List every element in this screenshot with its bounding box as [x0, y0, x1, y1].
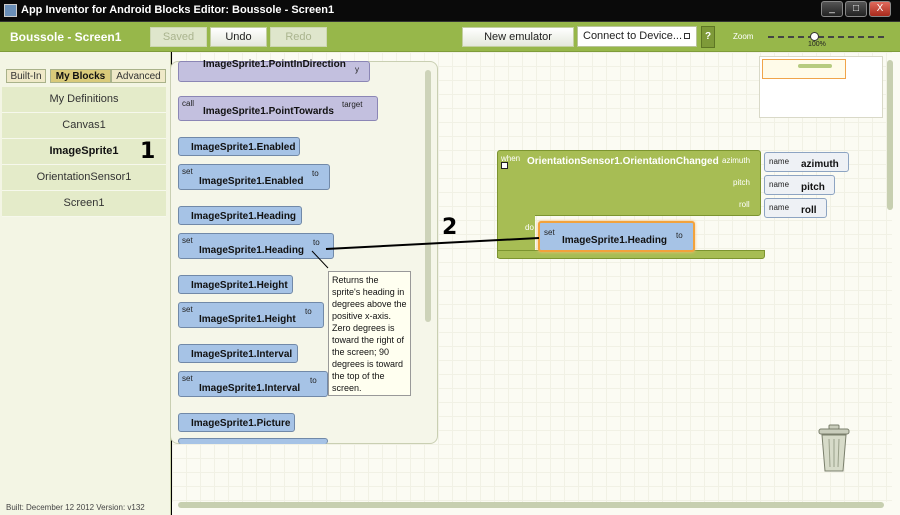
block-label: ImageSprite1.Enabled: [199, 176, 304, 187]
tab-advanced[interactable]: Advanced: [111, 69, 166, 83]
param-block-roll[interactable]: name roll: [764, 198, 827, 218]
annotation-number-2: 2: [442, 215, 458, 240]
block-label: ImageSprite1.Height: [199, 314, 296, 325]
minimap-viewport[interactable]: [762, 59, 846, 79]
block-prefix-label: set: [182, 167, 193, 176]
block-partial-next[interactable]: [178, 438, 328, 444]
block-set-heading[interactable]: set ImageSprite1.Heading to: [178, 233, 334, 259]
param-block-pitch[interactable]: name pitch: [764, 175, 835, 195]
block-arg-label: target: [342, 100, 363, 109]
event-name: OrientationSensor1.OrientationChanged: [527, 156, 719, 167]
block-to-label: to: [313, 238, 320, 247]
workspace-minimap[interactable]: [759, 56, 883, 118]
minimap-block: [798, 64, 832, 68]
trash-can-icon[interactable]: [816, 424, 852, 474]
undo-button[interactable]: Undo: [210, 27, 267, 47]
java-app-icon: [4, 4, 17, 17]
param-label-azimuth: azimuth: [722, 156, 751, 165]
param-label-roll: roll: [739, 200, 750, 209]
block-label: ImageSprite1.Heading: [562, 235, 668, 246]
window-title: App Inventor for Android Blocks Editor: …: [21, 4, 335, 16]
block-label: ImageSprite1.Enabled: [191, 142, 296, 153]
close-button[interactable]: X: [869, 1, 891, 17]
redo-button[interactable]: Redo: [270, 27, 327, 47]
help-button[interactable]: ?: [701, 26, 715, 48]
block-to-label: to: [312, 169, 319, 178]
param-name-label: name: [769, 157, 790, 166]
new-emulator-button[interactable]: New emulator: [462, 27, 574, 47]
connect-device-label: Connect to Device...: [583, 30, 683, 42]
when-label: when: [501, 154, 521, 163]
tab-built-in[interactable]: Built-In: [6, 69, 46, 83]
block-get-picture[interactable]: ImageSprite1.Picture: [178, 413, 295, 432]
build-version-text: Built: December 12 2012 Version: v132: [6, 503, 145, 512]
block-label: ImageSprite1.PointTowards: [203, 106, 334, 117]
block-set-enabled[interactable]: set ImageSprite1.Enabled to: [178, 164, 330, 190]
connect-device-dropdown[interactable]: Connect to Device...: [577, 26, 697, 47]
annotation-number-1: 1: [140, 139, 156, 164]
toolbar: Boussole - Screen1 Saved Undo Redo New e…: [0, 22, 900, 52]
saved-button[interactable]: Saved: [150, 27, 207, 47]
block-label: ImageSprite1.Heading: [191, 211, 297, 222]
param-value: azimuth: [801, 159, 839, 170]
minimize-button[interactable]: _: [821, 1, 843, 17]
event-block-orientation-changed[interactable]: when OrientationSensor1.OrientationChang…: [497, 150, 765, 260]
block-set-interval[interactable]: set ImageSprite1.Interval to: [178, 371, 328, 397]
block-tooltip: Returns the sprite's heading in degrees …: [328, 271, 411, 396]
block-pointindirection[interactable]: ImageSprite1.PointInDirection y: [178, 59, 370, 82]
block-label: ImageSprite1.Picture: [191, 418, 291, 429]
drawer-screen1[interactable]: Screen1: [2, 191, 166, 217]
drawer-orientationsensor1[interactable]: OrientationSensor1: [2, 165, 166, 191]
tab-my-blocks[interactable]: My Blocks: [50, 69, 111, 83]
block-prefix-label: set: [182, 305, 193, 314]
block-prefix-label: set: [182, 374, 193, 383]
project-title: Boussole - Screen1: [10, 30, 122, 44]
block-label: ImageSprite1.Interval: [191, 349, 293, 360]
zoom-value: 100%: [808, 41, 826, 48]
block-label: ImageSprite1.PointInDirection: [203, 59, 346, 70]
event-block-header: [497, 150, 761, 216]
block-get-height[interactable]: ImageSprite1.Height: [178, 275, 293, 294]
param-value: roll: [801, 205, 817, 216]
block-get-enabled[interactable]: ImageSprite1.Enabled: [178, 137, 300, 156]
blocks-sidebar: Built-In My Blocks Advanced My Definitio…: [0, 52, 171, 515]
param-name-label: name: [769, 180, 790, 189]
block-to-label: to: [310, 376, 317, 385]
drawer-canvas1[interactable]: Canvas1: [2, 113, 166, 139]
do-label: do: [525, 223, 534, 232]
vertical-scrollbar[interactable]: [887, 60, 893, 210]
block-label: ImageSprite1.Height: [191, 280, 288, 291]
zoom-label: Zoom: [733, 32, 754, 41]
param-value: pitch: [801, 182, 825, 193]
block-arg-label: y: [355, 65, 359, 74]
horizontal-scrollbar[interactable]: [178, 502, 884, 508]
block-prefix-label: set: [544, 228, 555, 237]
block-to-label: to: [305, 307, 312, 316]
zoom-slider-knob[interactable]: [810, 32, 819, 41]
param-name-label: name: [769, 203, 790, 212]
block-label: ImageSprite1.Heading: [199, 245, 305, 256]
flyout-scrollbar[interactable]: [425, 70, 431, 322]
zoom-slider[interactable]: [768, 36, 884, 38]
drawer-imagesprite1[interactable]: ImageSprite1: [2, 139, 166, 165]
collapse-checkbox[interactable]: [501, 162, 508, 169]
block-prefix-label: call: [182, 99, 195, 108]
maximize-button[interactable]: □: [845, 1, 867, 17]
block-get-heading[interactable]: ImageSprite1.Heading: [178, 206, 302, 225]
dropdown-arrow-icon: [684, 33, 690, 39]
block-get-interval[interactable]: ImageSprite1.Interval: [178, 344, 298, 363]
window-title-bar: App Inventor for Android Blocks Editor: …: [0, 0, 900, 22]
placed-set-heading-block[interactable]: set ImageSprite1.Heading to: [538, 221, 695, 252]
param-block-azimuth[interactable]: name azimuth: [764, 152, 849, 172]
param-label-pitch: pitch: [733, 178, 750, 187]
block-pointtowards[interactable]: call ImageSprite1.PointTowards target: [178, 96, 378, 121]
drawer-my-definitions[interactable]: My Definitions: [2, 87, 166, 113]
block-set-height[interactable]: set ImageSprite1.Height to: [178, 302, 324, 328]
block-to-label: to: [676, 231, 683, 240]
block-prefix-label: set: [182, 236, 193, 245]
block-label: ImageSprite1.Interval: [199, 383, 301, 394]
